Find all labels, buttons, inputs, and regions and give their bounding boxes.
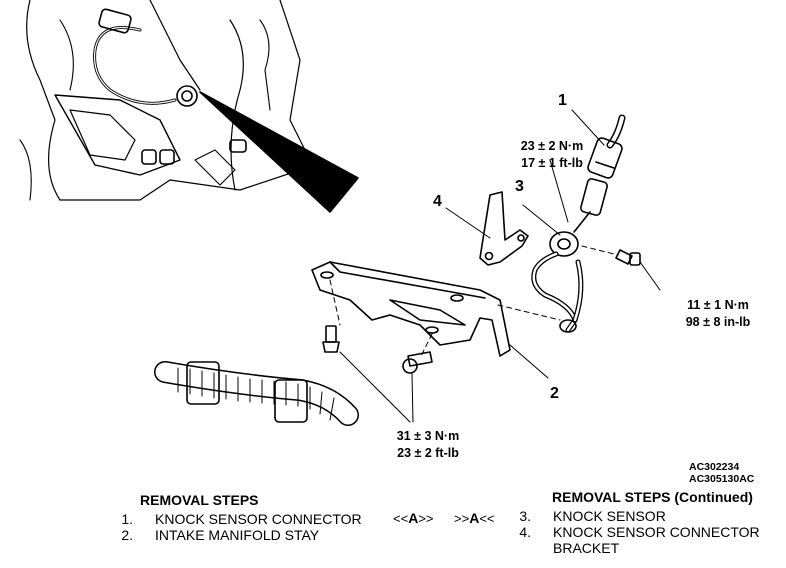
mark-bracket: << xyxy=(393,511,409,526)
removal-steps-continued-title: REMOVAL STEPS (Continued) xyxy=(552,489,753,505)
figure-code-block: AC302234 AC305130AC xyxy=(689,461,754,485)
step-label: KNOCK SENSOR CONNECTOR BRACKET xyxy=(553,524,760,556)
step-number: 4. xyxy=(519,524,531,540)
torque-value-imperial: 17 ± 1 ft-lb xyxy=(521,156,583,170)
mark-letter: A xyxy=(469,510,480,526)
wiring-harness xyxy=(154,361,359,426)
mark-bracket: >> xyxy=(418,511,434,526)
figure-code: AC302234 xyxy=(689,461,740,473)
torque-sensor-connector: 23 ± 2 N·m 17 ± 1 ft-lb xyxy=(502,138,602,172)
callout-4: 4 xyxy=(433,193,442,210)
mark-letter: A xyxy=(408,510,419,526)
callout-2: 2 xyxy=(550,385,559,402)
removal-step: 2. INTAKE MANIFOLD STAY xyxy=(100,527,362,543)
removal-step: 3. KNOCK SENSOR xyxy=(498,508,760,524)
torque-value-metric: 31 ± 3 N·m xyxy=(396,429,460,443)
callout-3: 3 xyxy=(515,178,524,195)
torque-value-imperial: 23 ± 2 ft-lb xyxy=(397,446,459,460)
knock-sensor-connector xyxy=(571,109,626,179)
torque-value-metric: 23 ± 2 N·m xyxy=(520,139,584,153)
step-number: 2. xyxy=(121,527,133,543)
torque-value-metric: 11 ± 1 N·m xyxy=(687,298,749,312)
knock-sensor xyxy=(522,159,608,333)
engine-inset-view xyxy=(19,0,359,213)
removal-steps-title: REMOVAL STEPS xyxy=(140,492,259,508)
torque-value-imperial: 98 ± 8 in-lb xyxy=(685,315,751,329)
intake-manifold-stay xyxy=(311,261,561,379)
torque-sensor-bolt: 11 ± 1 N·m 98 ± 8 in-lb xyxy=(668,297,768,331)
install-mark-step-3: <<A>> xyxy=(393,510,434,526)
knock-sensor-connector-bracket xyxy=(445,191,529,266)
callout-1: 1 xyxy=(558,92,567,109)
removal-steps: REMOVAL STEPS 1. KNOCK SENSOR CONNECTOR … xyxy=(100,492,362,543)
mark-bracket: >> xyxy=(454,511,470,526)
step-number: 1. xyxy=(121,511,133,527)
step-label: KNOCK SENSOR xyxy=(553,508,666,524)
step-label-line: KNOCK SENSOR CONNECTOR xyxy=(553,524,760,540)
mark-bracket: << xyxy=(479,511,495,526)
step-label: INTAKE MANIFOLD STAY xyxy=(155,527,320,543)
intake-manifold-stay-bolts xyxy=(322,325,433,423)
removal-step: 1. KNOCK SENSOR CONNECTOR xyxy=(100,511,362,527)
removal-steps-continued: REMOVAL STEPS (Continued) 3. KNOCK SENSO… xyxy=(498,489,760,556)
torque-stay-bolts: 31 ± 3 N·m 23 ± 2 ft-lb xyxy=(378,428,478,462)
knock-sensor-bolt xyxy=(581,245,661,291)
step-label-line: BRACKET xyxy=(553,540,620,556)
install-mark: >>A<< xyxy=(454,510,495,526)
removal-step: 4. KNOCK SENSOR CONNECTOR BRACKET xyxy=(498,524,760,556)
step-number: 3. xyxy=(519,508,531,524)
step-label: KNOCK SENSOR CONNECTOR xyxy=(155,511,362,527)
figure-code: AC305130AC xyxy=(689,473,755,485)
